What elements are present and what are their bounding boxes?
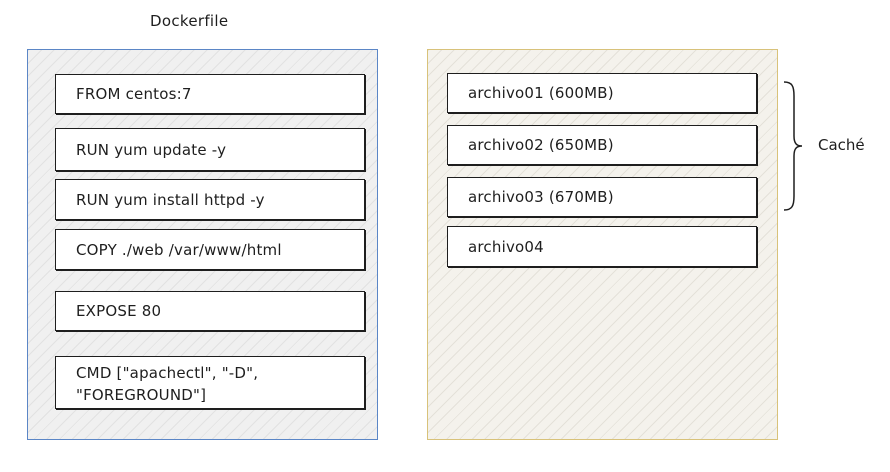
dockerfile-line: COPY ./web /var/www/html	[55, 229, 365, 270]
layer-file: archivo02 (650MB)	[447, 125, 757, 165]
cache-brace	[783, 81, 803, 211]
dockerfile-line: RUN yum install httpd -y	[55, 179, 365, 220]
diagram-title: Dockerfile	[150, 12, 229, 30]
dockerfile-line: FROM centos:7	[55, 74, 365, 114]
cache-label: Caché	[818, 136, 865, 154]
dockerfile-line: EXPOSE 80	[55, 291, 365, 331]
layer-file: archivo01 (600MB)	[447, 73, 757, 113]
layer-file: archivo03 (670MB)	[447, 177, 757, 217]
dockerfile-line: CMD ["apachectl", "-D", "FOREGROUND"]	[55, 356, 365, 409]
dockerfile-line: RUN yum update -y	[55, 128, 365, 171]
layer-file: archivo04	[447, 226, 757, 267]
